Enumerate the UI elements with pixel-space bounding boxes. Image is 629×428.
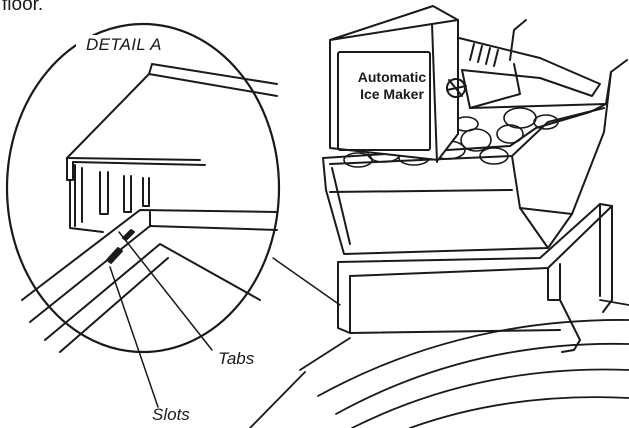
detail-connector-line (272, 257, 341, 306)
detail-a-bin-edge (21, 63, 278, 353)
detail-a-circle (5, 22, 281, 354)
ice-maker-label-line1: Automatic (357, 69, 427, 85)
slots-leader-line (109, 266, 159, 408)
intro-text: floor. (2, 0, 44, 15)
ice-bin (322, 59, 628, 255)
ice-maker-unit (329, 5, 467, 163)
detail-a-label: DETAIL A (81, 35, 167, 55)
bin-stand (337, 203, 613, 353)
freezer-floor-lines (249, 299, 629, 428)
tabs-leader-line (118, 231, 213, 351)
callout-leaders (109, 231, 341, 408)
ice-maker-label: Automatic Ice Maker (339, 69, 445, 103)
ice-maker-label-line2: Ice Maker (360, 86, 424, 102)
ice-maker-arm (458, 19, 607, 109)
slots-callout: Slots (152, 405, 190, 424)
tabs-callout: Tabs (218, 349, 255, 368)
